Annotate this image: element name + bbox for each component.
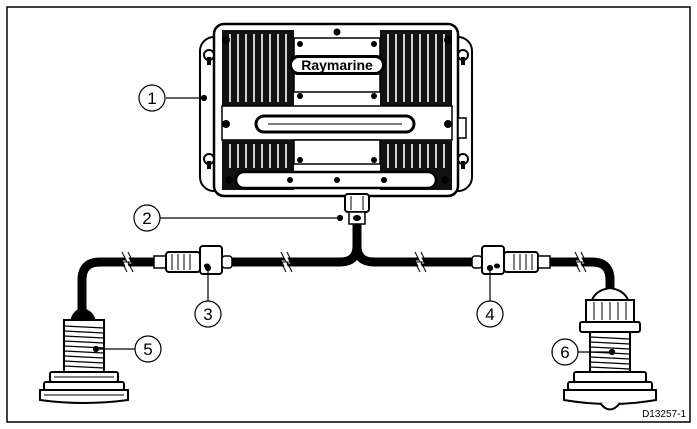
callout-1-label: 1 <box>147 89 156 108</box>
y-cable-connector <box>344 193 370 213</box>
sonar-module: Raymarine <box>199 22 473 198</box>
brand-label: Raymarine <box>301 57 373 73</box>
callout-6-label: 6 <box>560 343 569 362</box>
callout-2: 2 <box>133 204 161 232</box>
right-inline-connector <box>471 245 551 275</box>
callout-4-label: 4 <box>485 305 494 324</box>
callout-5: 5 <box>134 335 162 363</box>
callout-2-label: 2 <box>142 209 151 228</box>
callout-5-label: 5 <box>143 340 152 359</box>
callout-1: 1 <box>138 84 166 112</box>
left-transducer <box>39 308 129 404</box>
callout-6: 6 <box>551 338 579 366</box>
callout-3: 3 <box>194 300 222 328</box>
callout-4: 4 <box>476 300 504 328</box>
callout-3-label: 3 <box>203 305 212 324</box>
reference-code: D13257-1 <box>642 409 686 420</box>
